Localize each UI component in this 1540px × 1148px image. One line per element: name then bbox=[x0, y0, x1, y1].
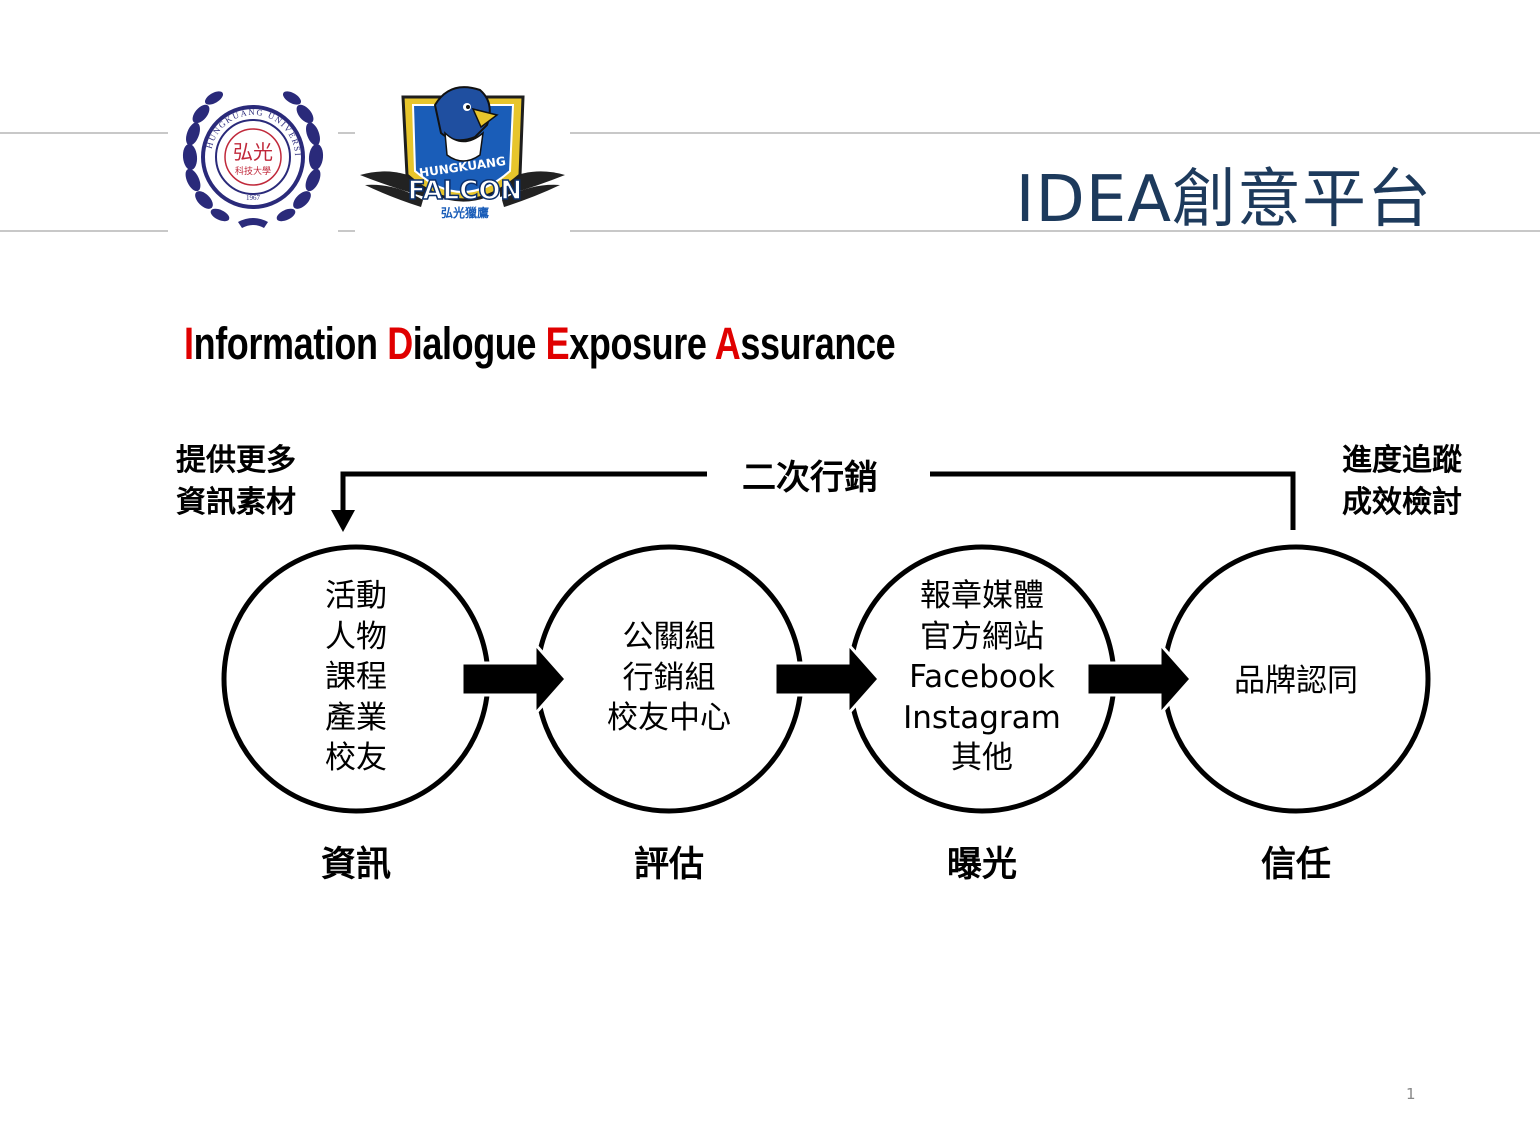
seal-year-text: 1967 bbox=[246, 194, 261, 202]
loop-arrowhead-icon bbox=[331, 510, 355, 532]
acronym-letter-i: I bbox=[184, 318, 194, 369]
flow-arrow-icon bbox=[460, 640, 569, 718]
loop-right-note: 進度追蹤 成效檢討 bbox=[1342, 440, 1462, 524]
stage-item: 公關組 bbox=[622, 619, 716, 655]
acronym-word-information: nformation bbox=[193, 318, 388, 369]
seal-center-text: 弘光 bbox=[233, 140, 273, 164]
stage-item: 品牌認同 bbox=[1234, 663, 1358, 699]
loop-label: 二次行銷 bbox=[742, 458, 878, 498]
header-rule-bottom bbox=[0, 230, 1540, 232]
stage-items-trust: 品牌認同 bbox=[1171, 661, 1421, 702]
stage-label-evaluate: 評估 bbox=[633, 845, 704, 885]
flow-arrow-icon bbox=[773, 640, 882, 718]
acronym-word-dialogue: ialogue bbox=[412, 318, 546, 369]
stage-label-info: 資訊 bbox=[320, 845, 391, 885]
stage-items-info: 活動 人物 課程 產業 校友 bbox=[231, 576, 481, 779]
stage-items-exposure: 報章媒體 官方網站 Facebook Instagram 其他 bbox=[857, 576, 1107, 779]
stage-item: 校友 bbox=[325, 740, 387, 776]
falcon-main-text: FALCON bbox=[408, 176, 522, 206]
loop-left-note-line: 資訊素材 bbox=[176, 485, 296, 520]
seal-sub-text: 科技大學 bbox=[235, 165, 271, 177]
stage-item: 產業 bbox=[325, 699, 387, 736]
acronym-letter-d: D bbox=[387, 318, 413, 369]
acronym-letter-a: A bbox=[714, 318, 741, 369]
flow-arrow-icon bbox=[1085, 640, 1194, 718]
acronym-letter-e: E bbox=[545, 318, 570, 369]
stage-item: 報章媒體 bbox=[920, 578, 1044, 614]
page-number: 1 bbox=[1406, 1085, 1416, 1103]
stage-item: 人物 bbox=[325, 618, 387, 655]
acronym-word-exposure: xposure bbox=[569, 318, 715, 369]
hungkuang-university-seal-icon: HUNGKUANG UNIVERSITY 弘光 科技大學 1967 bbox=[164, 74, 324, 228]
idea-acronym-subtitle: Information Dialogue Exposure Assurance bbox=[184, 318, 896, 370]
loop-right-note-line: 進度追蹤 bbox=[1342, 443, 1462, 478]
stage-item: 官方網站 bbox=[920, 618, 1044, 655]
hungkuang-falcon-mascot-icon: HUNGKUANG FALCON 弘光獵鷹 bbox=[360, 86, 565, 220]
stage-items-evaluate: 公關組 行銷組 校友中心 bbox=[544, 617, 794, 739]
falcon-mascot-logo: HUNGKUANG FALCON 弘光獵鷹 bbox=[355, 75, 570, 235]
stage-label-exposure: 曝光 bbox=[946, 845, 1017, 885]
university-seal-logo: HUNGKUANG UNIVERSITY 弘光 科技大學 1967 bbox=[164, 74, 338, 232]
loop-right-note-line: 成效檢討 bbox=[1342, 485, 1462, 520]
loop-line-right bbox=[930, 471, 1296, 530]
stage-item: Facebook bbox=[909, 659, 1055, 695]
stage-item: 其他 bbox=[951, 740, 1013, 776]
acronym-word-assurance: ssurance bbox=[740, 318, 896, 369]
stage-label-trust: 信任 bbox=[1260, 845, 1331, 885]
stage-item: 行銷組 bbox=[622, 659, 716, 696]
falcon-bottom-text: 弘光獵鷹 bbox=[441, 205, 489, 220]
loop-left-note-line: 提供更多 bbox=[176, 443, 296, 478]
stage-item: 校友中心 bbox=[607, 700, 731, 736]
stage-item: Instagram bbox=[903, 699, 1061, 736]
header-rule-top bbox=[0, 132, 1540, 134]
stage-item: 活動 bbox=[325, 578, 387, 614]
stage-item: 課程 bbox=[325, 659, 387, 695]
loop-line-left bbox=[340, 471, 707, 512]
page-title: IDEA創意平台 bbox=[1015, 163, 1432, 237]
loop-left-note: 提供更多 資訊素材 bbox=[176, 440, 296, 524]
